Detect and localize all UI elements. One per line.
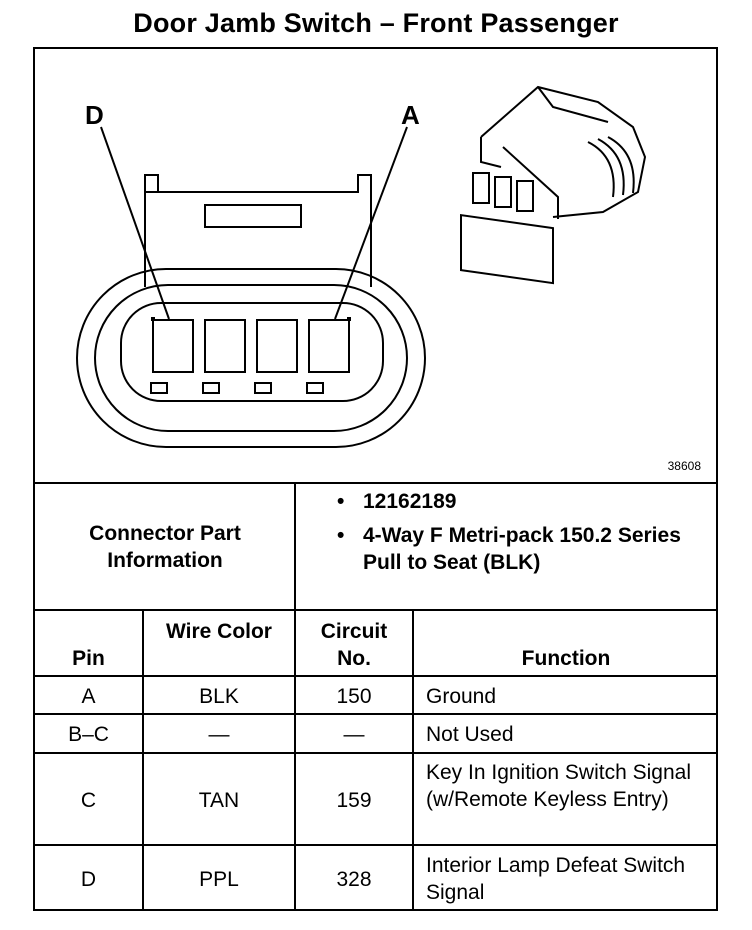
cell-wire-color: — bbox=[208, 723, 230, 746]
table-col-border bbox=[412, 609, 414, 911]
cavity-b bbox=[256, 319, 298, 373]
leader-line-d bbox=[100, 126, 170, 320]
divider-line bbox=[33, 482, 718, 484]
connector-info-list: 12162189 4-Way F Metri-pack 150.2 Series… bbox=[335, 488, 715, 583]
cavity-a bbox=[308, 319, 350, 373]
cavity-c bbox=[204, 319, 246, 373]
header-wire-color: Wire Color bbox=[166, 620, 272, 643]
header-function: Function bbox=[521, 647, 611, 670]
pin-label-a: A bbox=[401, 100, 420, 130]
cell-pin: B–C bbox=[68, 723, 109, 746]
connector-outer-shell bbox=[76, 268, 426, 448]
document-frame bbox=[33, 47, 718, 911]
table-row-border bbox=[33, 752, 718, 754]
divider-line bbox=[294, 482, 296, 610]
connector-diagram: D A 38608 bbox=[33, 47, 718, 482]
cell-function: Key In Ignition Switch Signal (w/Remote … bbox=[426, 761, 691, 811]
cell-function: Ground bbox=[426, 685, 497, 708]
cell-wire-color: TAN bbox=[198, 789, 240, 812]
pin-label-d: D bbox=[85, 100, 104, 130]
table-header-border bbox=[33, 675, 718, 677]
cell-circuit: 150 bbox=[336, 685, 372, 708]
cell-pin: A bbox=[81, 685, 96, 708]
connector-3d-view bbox=[460, 85, 647, 285]
connector-illustration: D A bbox=[76, 85, 647, 448]
figure-number: 38608 bbox=[667, 459, 701, 473]
leader-line-a bbox=[334, 126, 408, 320]
connector-inner-shell bbox=[94, 284, 408, 432]
cell-wire-color: PPL bbox=[199, 868, 239, 891]
cell-circuit: — bbox=[343, 723, 365, 746]
cell-pin: C bbox=[80, 789, 97, 812]
table-col-border bbox=[142, 609, 144, 911]
cell-pin: D bbox=[80, 868, 97, 891]
connector-info-item: 12162189 bbox=[335, 488, 715, 515]
page-title: Door Jamb Switch – Front Passenger bbox=[133, 8, 619, 38]
latch-window bbox=[204, 204, 302, 228]
table-row-border bbox=[33, 713, 718, 715]
cell-function: Not Used bbox=[426, 723, 514, 746]
cell-circuit: 159 bbox=[336, 789, 372, 812]
connector-latch bbox=[144, 174, 372, 287]
table-col-border bbox=[294, 609, 296, 911]
cavity-frame bbox=[120, 302, 384, 402]
cavity-d bbox=[152, 319, 194, 373]
connector-info-item: 4-Way F Metri-pack 150.2 Series Pull to … bbox=[335, 522, 715, 576]
cell-circuit: 328 bbox=[336, 868, 372, 891]
header-circuit-no: Circuit No. bbox=[320, 620, 388, 670]
cell-wire-color: BLK bbox=[199, 685, 239, 708]
table-top-border bbox=[33, 609, 718, 611]
header-pin: Pin bbox=[72, 647, 105, 670]
connector-info-label: Connector Part Information bbox=[89, 522, 241, 572]
table-row-border bbox=[33, 844, 718, 846]
cell-function: Interior Lamp Defeat Switch Signal bbox=[426, 854, 686, 904]
